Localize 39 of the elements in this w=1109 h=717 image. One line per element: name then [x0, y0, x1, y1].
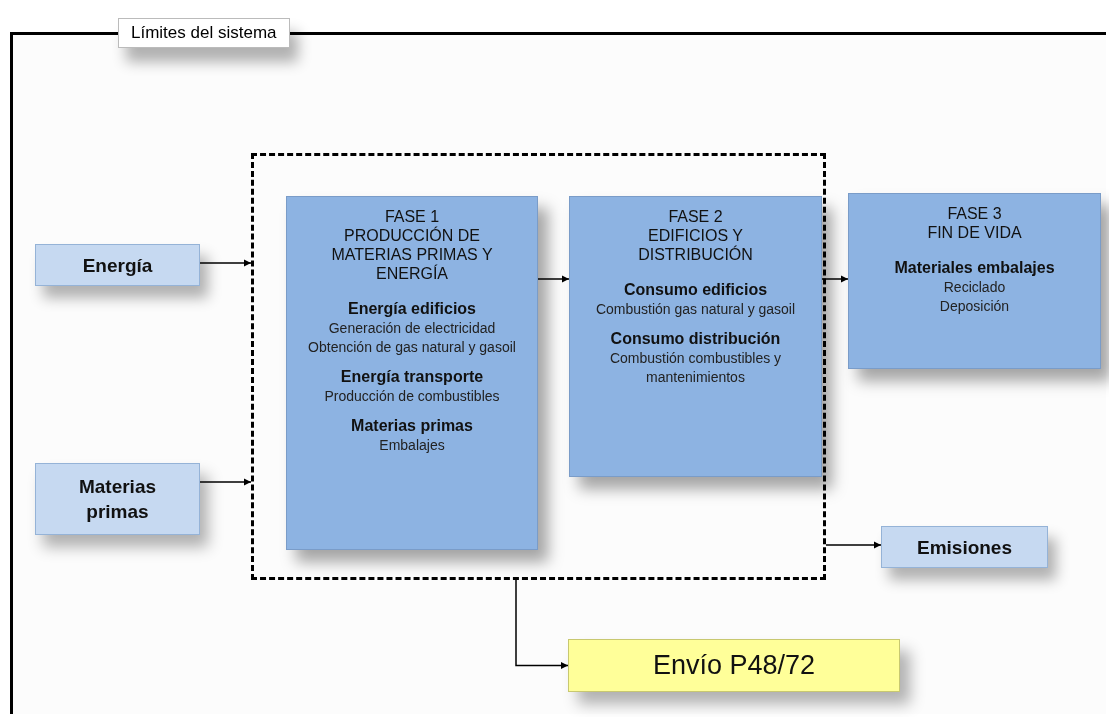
arrow: [515, 579, 569, 670]
input-box: [35, 463, 200, 535]
item-text: Embalajes: [379, 436, 445, 455]
phase-title: PRODUCCIÓN DE MATERIAS PRIMAS Y ENERGÍA: [330, 226, 494, 283]
output-box: [568, 639, 900, 692]
phase-title: FASE 3: [947, 204, 1002, 223]
arrow: [199, 259, 252, 267]
input-box: [35, 244, 200, 286]
section-heading: Energía edificios: [347, 299, 476, 319]
phase-title: FASE 2: [668, 207, 723, 226]
dashed-boundary: [251, 153, 826, 580]
node-label: Energía: [82, 253, 153, 278]
item-text: Producción de combustibles: [324, 387, 500, 406]
phase-box: [848, 193, 1101, 369]
item-text: Combustión combustibles y mantenimientos: [608, 349, 783, 387]
item-text: Reciclado: [943, 278, 1006, 297]
arrow: [821, 275, 849, 283]
boundary-label: Límites del sistema: [118, 18, 290, 48]
item-text: Obtención de gas natural y gasoil: [308, 338, 516, 357]
item-text: Generación de electricidad: [328, 319, 496, 338]
arrow: [199, 478, 252, 486]
phase-title: FIN DE VIDA: [927, 223, 1022, 242]
phase-box: [286, 196, 538, 550]
item-text: Deposición: [939, 297, 1010, 316]
arrow: [825, 541, 882, 549]
arrow: [537, 275, 570, 283]
section-heading: Materias primas: [351, 416, 473, 436]
phase-box: [569, 196, 822, 477]
section-heading: Materiales embalajes: [894, 258, 1055, 278]
node-label: Materias primas: [77, 475, 158, 524]
node-label: Emisiones: [916, 535, 1012, 560]
phase-title: EDIFICIOS Y DISTRIBUCIÓN: [637, 226, 754, 264]
section-heading: Consumo edificios: [623, 280, 768, 300]
output-box: [881, 526, 1048, 568]
section-heading: Energía transporte: [340, 367, 484, 387]
node-label: Envío P48/72: [652, 650, 816, 681]
phase-title: FASE 1: [384, 207, 440, 226]
item-text: Combustión gas natural y gasoil: [595, 300, 796, 319]
section-heading: Consumo distribución: [610, 329, 781, 349]
